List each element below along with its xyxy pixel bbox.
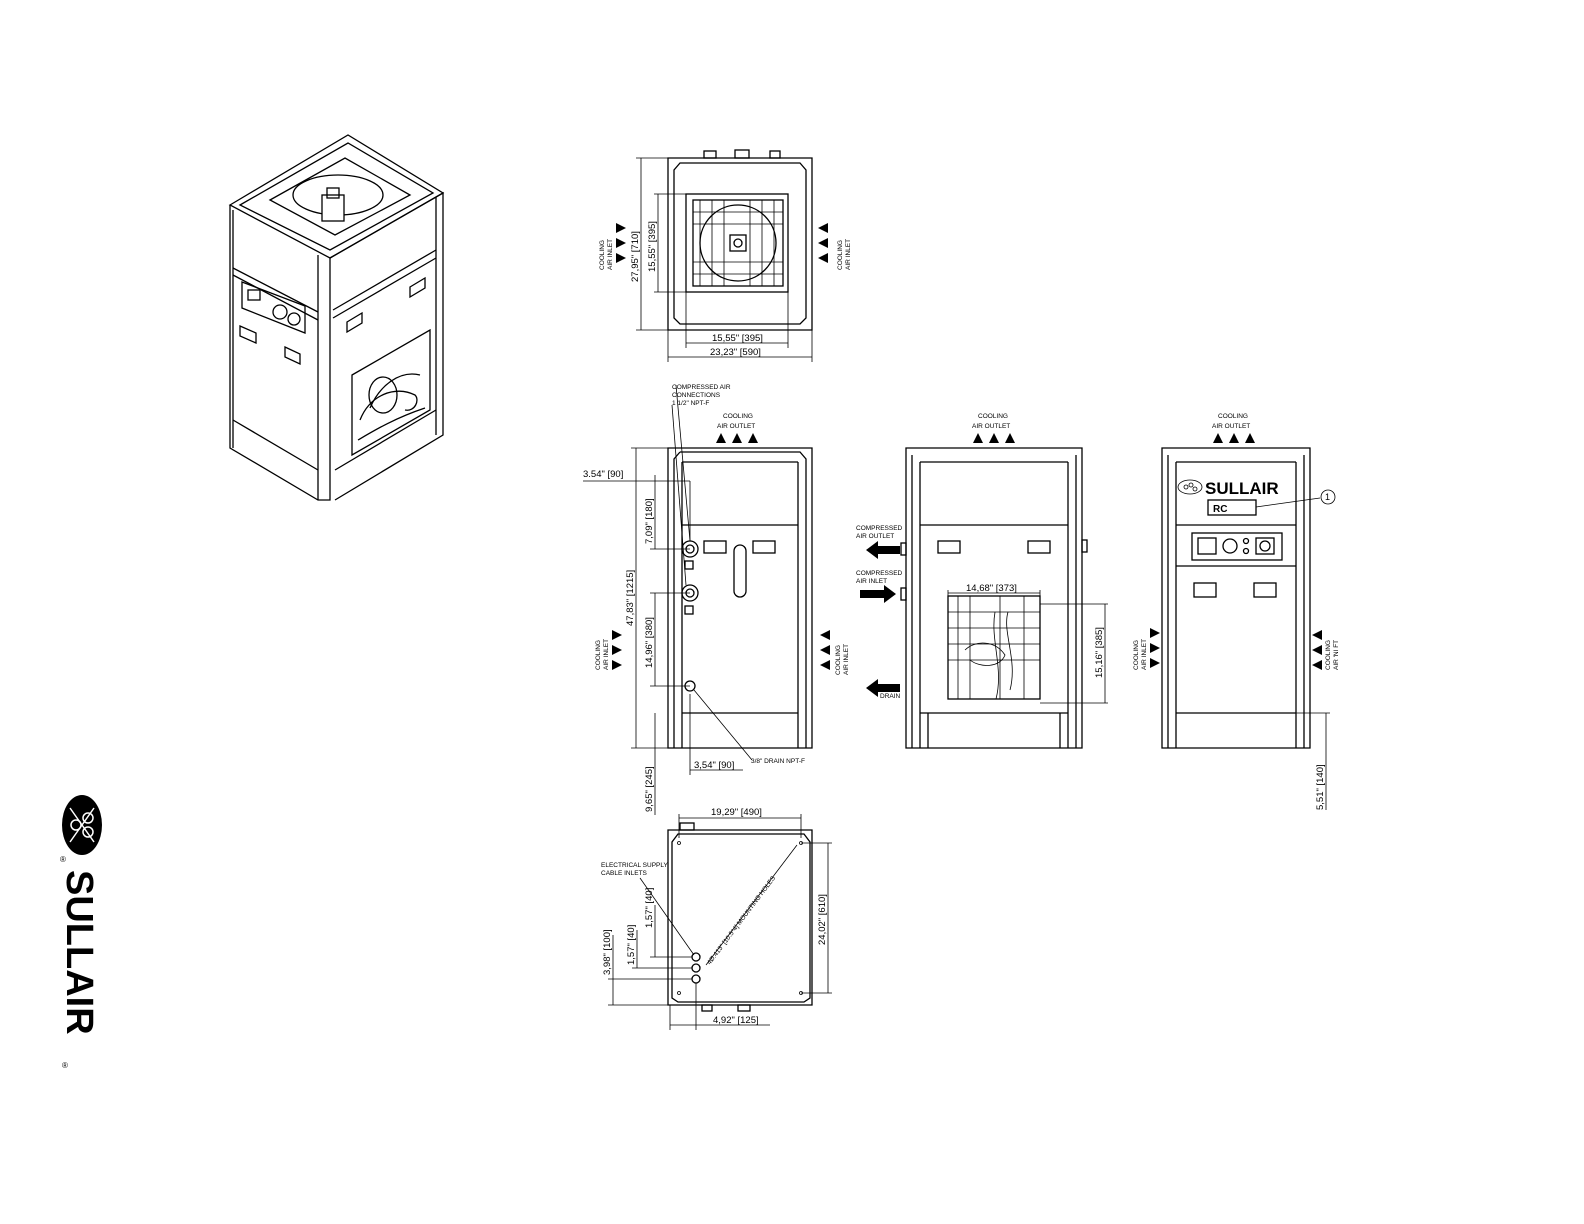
dim-side-base-height: 9,65" [245] bbox=[644, 766, 655, 812]
isometric-view bbox=[228, 134, 445, 501]
svg-text:COMPRESSED: COMPRESSED bbox=[856, 570, 903, 577]
side-cooling-outlet: COOLING AIR OUTLET bbox=[716, 413, 758, 443]
front-brand-name: SULLAIR bbox=[1205, 479, 1279, 498]
svg-text:AIR INLET: AIR INLET bbox=[843, 644, 850, 675]
svg-text:AIR 'NI FT: AIR 'NI FT bbox=[1333, 640, 1340, 670]
dim-side-conn-spacing: 7,09" [180] bbox=[644, 498, 655, 544]
model-plate-label: RC bbox=[1213, 504, 1227, 515]
svg-text:AIR INLET: AIR INLET bbox=[856, 578, 887, 585]
base-view: 19,29" [490] 24,02" [610] 1,57" [40] 1,5… bbox=[601, 807, 832, 1030]
dim-base-offset-d: 4,92" [125] bbox=[713, 1015, 759, 1026]
brand-registered-mark-bottom: ® bbox=[62, 1061, 68, 1070]
back-view: 14,68" [373] 15,16" [385] COOLING AIR OU… bbox=[856, 413, 1108, 749]
back-cooling-outlet: COOLING AIR OUTLET bbox=[972, 413, 1015, 443]
compressed-air-inlet-marker: COMPRESSED AIR INLET bbox=[856, 570, 903, 603]
cooling-air-inlet-label: AIR INLET bbox=[845, 239, 852, 270]
logo-symbol-icon bbox=[69, 807, 95, 843]
dim-front-base-height: 5,51" [140] bbox=[1315, 764, 1326, 810]
side-view: 3.54" [90] 7,09" [180] 47,83" [1215] 14,… bbox=[583, 384, 850, 815]
drain-arrow-icon bbox=[866, 679, 900, 697]
compressed-air-outlet-marker: COMPRESSED AIR OUTLET bbox=[856, 525, 903, 559]
brand-logo: ® SULLAIR ® bbox=[58, 795, 102, 1070]
svg-text:AIR INLET: AIR INLET bbox=[1141, 639, 1148, 670]
inlet-arrow-icon bbox=[860, 585, 896, 603]
svg-text:CONNECTIONS: CONNECTIONS bbox=[672, 392, 721, 399]
svg-text:AIR INLET: AIR INLET bbox=[603, 639, 610, 670]
dim-top-width-overall: 23,23" [590] bbox=[710, 347, 761, 358]
cooling-air-inlet-label: COOLING bbox=[837, 240, 844, 270]
outlet-arrow-icon bbox=[866, 541, 900, 559]
dim-base-offset-c: 3,98" [100] bbox=[602, 929, 613, 975]
brand-name-vertical: SULLAIR bbox=[58, 870, 100, 1035]
top-cooling-inlet-right: COOLING AIR INLET bbox=[818, 223, 852, 270]
mounting-holes-note: 4Ø.413" [10.5*4] MOUNTING HOLES bbox=[706, 875, 778, 967]
dim-base-hole-spacing: 19,29" [490] bbox=[711, 807, 762, 818]
dim-side-offset-top: 3.54" [90] bbox=[583, 469, 623, 480]
svg-text:ELECTRICAL SUPPLY: ELECTRICAL SUPPLY bbox=[601, 862, 668, 869]
callout-number: 1 bbox=[1325, 492, 1330, 502]
svg-text:AIR OUTLET: AIR OUTLET bbox=[717, 423, 755, 430]
svg-text:COOLING: COOLING bbox=[978, 413, 1008, 420]
dim-side-conn-to-drain: 14,96" [380] bbox=[644, 617, 655, 668]
drain-marker: DRAIN bbox=[866, 679, 901, 700]
front-cooling-inlet-left: COOLING AIR INLET bbox=[1133, 628, 1160, 670]
dim-base-offset-b: 1,57" [40] bbox=[626, 925, 637, 965]
svg-text:COOLING: COOLING bbox=[1133, 640, 1140, 670]
svg-text:COOLING: COOLING bbox=[595, 640, 602, 670]
dim-back-opening-height: 15,16" [385] bbox=[1094, 627, 1105, 678]
dim-base-offset-a: 1,57" [40] bbox=[644, 888, 655, 928]
svg-text:AIR OUTLET: AIR OUTLET bbox=[856, 533, 894, 540]
svg-text:DRAIN: DRAIN bbox=[880, 693, 901, 700]
front-view: SULLAIR RC 1 5,51" [140] COOLING AIR OUT… bbox=[1133, 413, 1340, 810]
brand-registered-mark: ® bbox=[60, 855, 66, 864]
svg-text:COMPRESSED AIR: COMPRESSED AIR bbox=[672, 384, 731, 391]
dim-back-opening-width: 14,68" [373] bbox=[966, 583, 1017, 594]
electrical-supply-note: ELECTRICAL SUPPLY CABLE INLETS bbox=[601, 862, 668, 877]
dim-base-depth: 24,02" [610] bbox=[817, 894, 828, 945]
dim-top-width-inner: 15,55" [395] bbox=[712, 333, 763, 344]
svg-text:COOLING: COOLING bbox=[835, 645, 842, 675]
dim-top-height-overall: 27,95" [710] bbox=[630, 231, 641, 282]
cooling-air-inlet-label: COOLING bbox=[599, 240, 606, 270]
top-view: 27,95" [710] 15,55" [395] 15,55" [395] 2… bbox=[599, 149, 852, 362]
svg-text:AIR OUTLET: AIR OUTLET bbox=[972, 423, 1010, 430]
front-logo: SULLAIR bbox=[1177, 479, 1279, 498]
svg-text:CABLE INLETS: CABLE INLETS bbox=[601, 870, 648, 877]
top-cooling-inlet-left: COOLING AIR INLET bbox=[599, 223, 626, 270]
drain-note: 3/8" DRAIN NPT-F bbox=[751, 758, 805, 765]
front-cooling-outlet: COOLING AIR OUTLET bbox=[1212, 413, 1255, 443]
compressed-air-connections-note: COMPRESSED AIR CONNECTIONS 1 1/2" NPT-F bbox=[672, 384, 731, 407]
svg-text:1 1/2" NPT-F: 1 1/2" NPT-F bbox=[672, 400, 709, 407]
svg-text:COOLING: COOLING bbox=[1325, 640, 1332, 670]
dim-top-height-inner: 15,55" [395] bbox=[647, 221, 658, 272]
svg-text:AIR OUTLET: AIR OUTLET bbox=[1212, 423, 1250, 430]
svg-text:COOLING: COOLING bbox=[1218, 413, 1248, 420]
svg-text:COOLING: COOLING bbox=[723, 413, 753, 420]
cooling-air-inlet-label: AIR INLET bbox=[607, 239, 614, 270]
svg-text:COMPRESSED: COMPRESSED bbox=[856, 525, 903, 532]
dim-side-drain-offset: 3,54" [90] bbox=[694, 760, 734, 771]
side-cooling-inlet-right: COOLING AIR INLET bbox=[820, 630, 850, 675]
side-cooling-inlet-left: COOLING AIR INLET bbox=[595, 630, 622, 670]
front-cooling-inlet-right: COOLING AIR 'NI FT bbox=[1312, 630, 1340, 670]
dim-side-height-overall: 47,83" [1215] bbox=[625, 570, 636, 626]
